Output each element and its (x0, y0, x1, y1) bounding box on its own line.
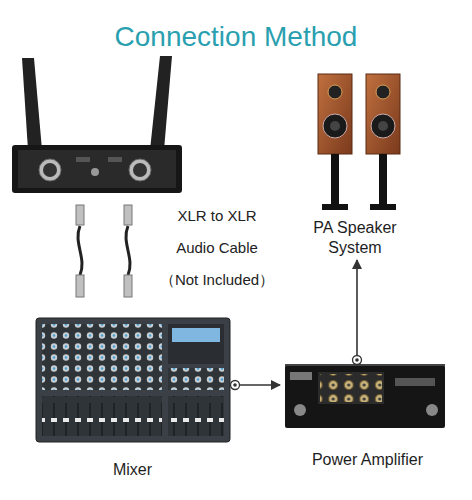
power-amplifier-unit-part (290, 372, 312, 380)
xlr-cable-part (124, 205, 132, 225)
mixer-box: Mixer (30, 312, 235, 482)
node-label: PA Speaker System (290, 218, 420, 260)
mixer-console-part (172, 328, 220, 342)
wireless-receiver-part (12, 145, 182, 193)
xlr-cable-part (76, 205, 84, 225)
signal-arrow (356, 260, 358, 360)
amplifier-box: Power Amplifier (280, 360, 455, 472)
speaker-pair-part (376, 85, 390, 99)
wireless-receiver-part (129, 159, 151, 181)
xlr-cable-part (78, 226, 82, 275)
node-label: Mixer (113, 460, 152, 482)
speaker-system-box: PA Speaker System (290, 70, 420, 260)
wireless-receiver-part (133, 163, 147, 177)
speaker-pair-part (328, 85, 342, 99)
xlr-cable-part (124, 275, 132, 297)
cable-label: XLR to XLR Audio Cable （Not Included） (158, 200, 276, 296)
speaker-pair (318, 74, 400, 210)
power-amplifier-unit-part (294, 404, 306, 416)
speaker-pair-part (322, 204, 348, 210)
node-label: Power Amplifier (312, 450, 423, 472)
speaker-pair-part (366, 74, 400, 154)
mixer-console (36, 318, 230, 442)
speaker-pair-part (378, 121, 388, 131)
power-amplifier-unit-part (285, 366, 445, 428)
speaker-pair-part (379, 154, 387, 204)
power-amplifier-unit-part (318, 372, 384, 404)
speaker-pair-part (371, 114, 395, 138)
wireless-receiver-part (91, 168, 99, 176)
mixer-console-part (36, 318, 230, 442)
wireless-receiver-part (76, 157, 90, 162)
speaker-pair-part (331, 154, 339, 204)
speaker-pair-part (323, 114, 347, 138)
signal-arrow (235, 384, 280, 386)
mixer-console-part (42, 324, 162, 390)
wireless-receiver-part (108, 157, 122, 162)
wireless-receiver-part (18, 150, 176, 188)
diagram-title: Connection Method (0, 20, 472, 54)
power-amplifier-unit-part (426, 404, 438, 416)
wireless-receiver-part (22, 58, 42, 150)
xlr-cable-part (126, 226, 130, 275)
wireless-receiver-part (43, 163, 57, 177)
power-amplifier-unit (285, 364, 445, 428)
xlr-cable-part (76, 275, 84, 297)
wireless-receiver-part (150, 56, 172, 150)
mixer-console-part (168, 324, 224, 364)
wireless-receiver (12, 56, 182, 193)
mixer-console-part (42, 396, 162, 436)
speaker-pair-part (318, 74, 352, 154)
power-amplifier-unit-part (395, 378, 435, 386)
speaker-pair-part (330, 121, 340, 131)
wireless-receiver-part (39, 159, 61, 181)
speaker-pair-part (370, 204, 396, 210)
mixer-console-part (168, 368, 224, 390)
xlr-cable (76, 205, 132, 297)
power-amplifier-unit-part (320, 374, 382, 402)
mixer-console-part (168, 396, 224, 436)
